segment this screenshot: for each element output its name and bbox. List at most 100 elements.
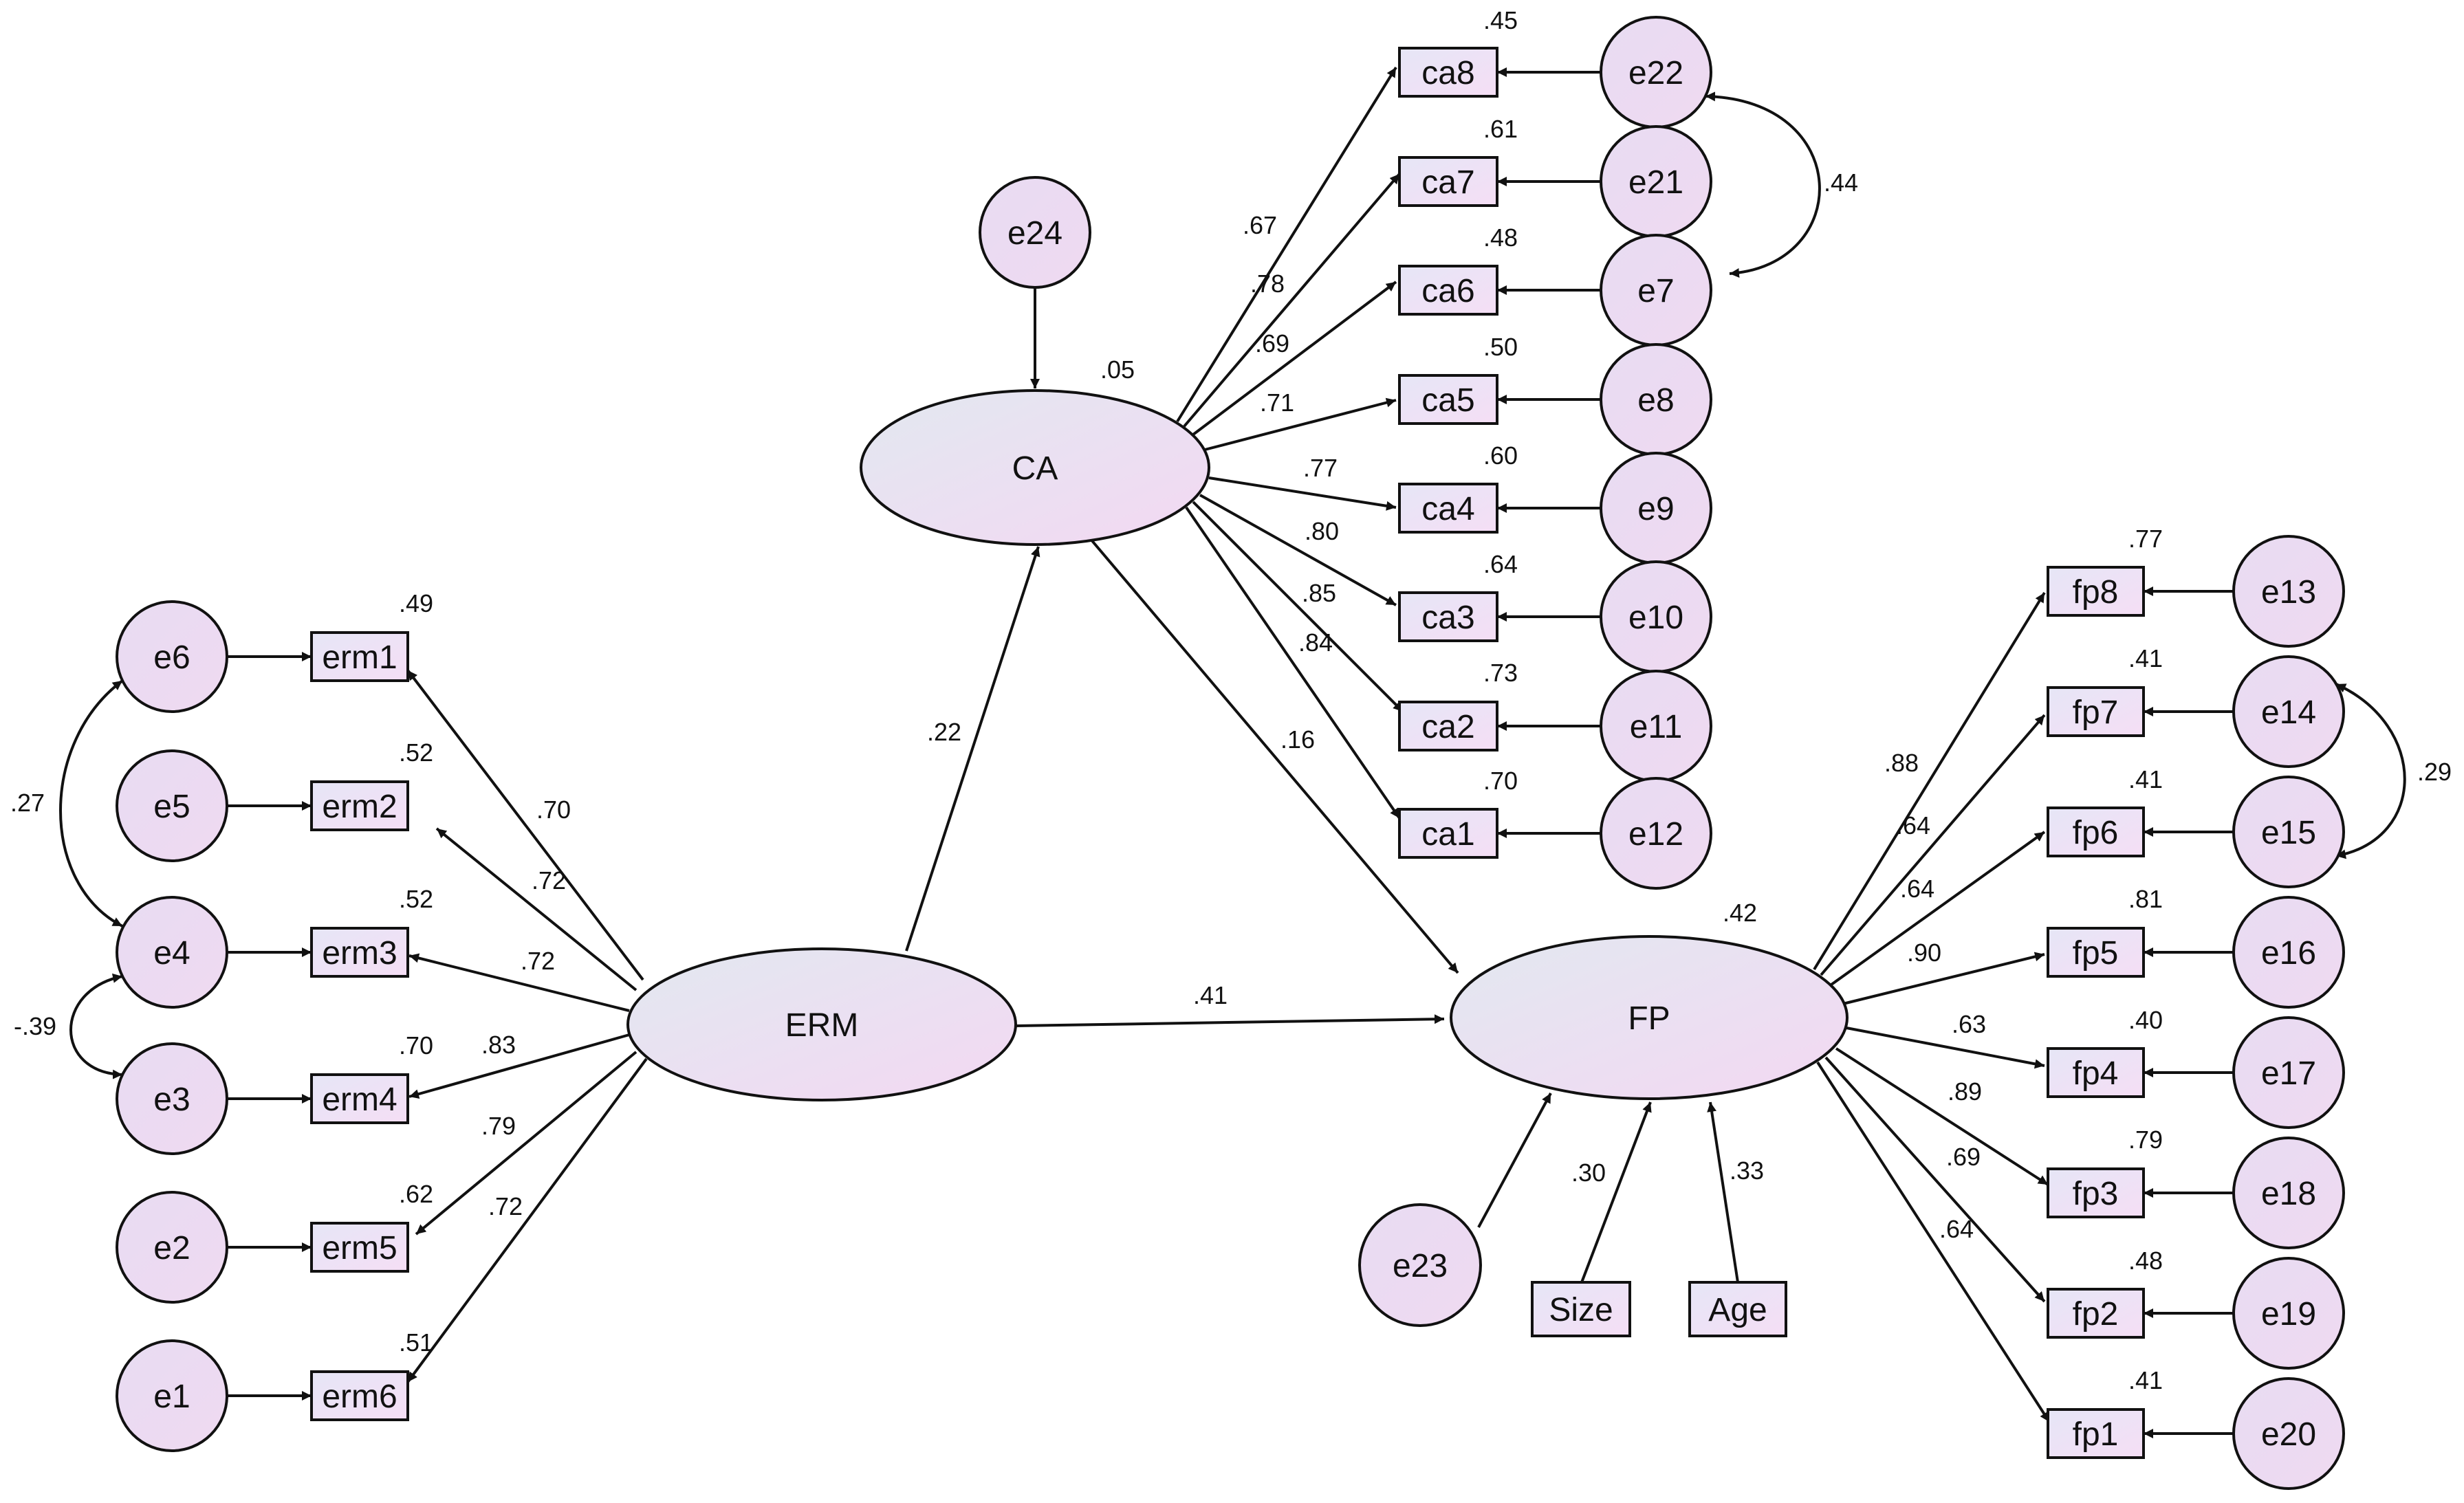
indicator-fp1[interactable]: fp1 [2047, 1408, 2145, 1459]
indicator-fp2-label: fp2 [2073, 1296, 2119, 1332]
r2-erm3: .52 [399, 885, 433, 913]
error-e4[interactable]: e4 [116, 896, 228, 1009]
error-e9[interactable]: e9 [1600, 452, 1712, 564]
error-e17-label: e17 [2261, 1055, 2316, 1092]
error-e15-label: e15 [2261, 815, 2316, 851]
control-Size-label: Size [1549, 1292, 1613, 1328]
edge-CA-ca3 [1199, 494, 1397, 606]
r2-labels: .49 .52 .52 .70 .62 .51 .05 .45 .61 .48 … [399, 6, 2163, 1394]
control-Size[interactable]: Size [1531, 1281, 1631, 1337]
loading-CA-ca1: .84 [1298, 628, 1333, 657]
latent-FP[interactable]: FP [1450, 935, 1849, 1100]
loading-FP-fp1: .64 [1939, 1215, 1974, 1243]
loading-CA-ca4: .77 [1303, 454, 1338, 482]
r2-ca2: .73 [1483, 659, 1518, 687]
indicator-erm2[interactable]: erm2 [310, 780, 409, 831]
latent-ERM[interactable]: ERM [626, 947, 1017, 1101]
indicator-fp8[interactable]: fp8 [2047, 566, 2145, 617]
path-Size-FP: .30 [1571, 1159, 1606, 1187]
edge-ERM-erm6 [406, 1057, 648, 1383]
cov-e4-e3 [69, 973, 123, 1079]
error-e12-label: e12 [1628, 816, 1683, 853]
control-Age[interactable]: Age [1688, 1281, 1787, 1337]
r2-erm6: .51 [399, 1328, 433, 1357]
edge-ERM-erm3 [408, 953, 630, 1012]
error-e17[interactable]: e17 [2232, 1016, 2345, 1129]
indicator-ca1[interactable]: ca1 [1398, 808, 1498, 859]
error-e20[interactable]: e20 [2232, 1377, 2345, 1490]
error-e8[interactable]: e8 [1600, 343, 1712, 456]
indicator-fp7[interactable]: fp7 [2047, 686, 2145, 737]
indicator-erm5[interactable]: erm5 [310, 1222, 409, 1273]
cov-label-e14-e15: .29 [2417, 758, 2452, 786]
indicator-erm6[interactable]: erm6 [310, 1370, 409, 1421]
indicator-erm1[interactable]: erm1 [310, 631, 409, 682]
indicator-fp3[interactable]: fp3 [2047, 1167, 2145, 1218]
loading-FP-fp7: .64 [1896, 811, 1930, 840]
cov-e14-e15 [2335, 683, 2406, 859]
error-e6-label: e6 [153, 639, 190, 676]
indicator-fp4[interactable]: fp4 [2047, 1047, 2145, 1098]
edge-ERM-erm1 [406, 669, 644, 981]
indicator-ca6[interactable]: ca6 [1398, 265, 1498, 316]
indicator-fp5-label: fp5 [2073, 935, 2119, 972]
error-e13-label: e13 [2261, 574, 2316, 611]
error-e23[interactable]: e23 [1358, 1203, 1482, 1327]
edge-ERM-erm5 [415, 1051, 637, 1236]
loading-FP-fp3: .89 [1948, 1077, 1982, 1106]
edge-FP-fp2 [1824, 1056, 2046, 1303]
indicator-ca4[interactable]: ca4 [1398, 483, 1498, 534]
indicator-ca5[interactable]: ca5 [1398, 374, 1498, 425]
error-e12[interactable]: e12 [1600, 777, 1712, 890]
indicator-fp7-label: fp7 [2073, 694, 2119, 731]
r2-CA: .05 [1100, 355, 1135, 384]
indicator-ca2[interactable]: ca2 [1398, 701, 1498, 752]
indicator-fp6[interactable]: fp6 [2047, 807, 2145, 857]
r2-ca6: .48 [1483, 223, 1518, 252]
indicator-fp5[interactable]: fp5 [2047, 927, 2145, 978]
r2-ca8: .45 [1483, 6, 1518, 34]
indicator-fp2[interactable]: fp2 [2047, 1288, 2145, 1339]
indicator-erm3[interactable]: erm3 [310, 927, 409, 978]
indicator-erm5-label: erm5 [322, 1230, 397, 1266]
error-e6[interactable]: e6 [116, 600, 228, 713]
r2-fp7: .41 [2128, 644, 2163, 672]
edge-ERM-FP [1016, 1014, 1445, 1027]
r2-fp2: .48 [2128, 1247, 2163, 1275]
indicator-erm2-label: erm2 [322, 789, 397, 825]
control-Age-label: Age [1708, 1292, 1767, 1328]
indicator-fp1-label: fp1 [2073, 1416, 2119, 1453]
loading-CA-ca8: .67 [1243, 211, 1277, 239]
r2-ca3: .64 [1483, 550, 1518, 578]
error-e15[interactable]: e15 [2232, 776, 2345, 888]
error-e23-label: e23 [1393, 1248, 1448, 1284]
error-e3[interactable]: e3 [116, 1042, 228, 1155]
indicator-ca7[interactable]: ca7 [1398, 156, 1498, 207]
indicator-fp4-label: fp4 [2073, 1055, 2119, 1092]
r2-erm5: .62 [399, 1180, 433, 1208]
error-e7[interactable]: e7 [1600, 234, 1712, 347]
error-e18[interactable]: e18 [2232, 1137, 2345, 1249]
r2-fp8: .77 [2128, 525, 2163, 553]
loading-ERM-erm2: .72 [532, 866, 566, 895]
error-e19[interactable]: e19 [2232, 1257, 2345, 1370]
latent-CA[interactable]: CA [860, 389, 1210, 546]
loading-ERM-erm4: .83 [481, 1031, 516, 1059]
indicator-ca8[interactable]: ca8 [1398, 47, 1498, 98]
error-e5-label: e5 [153, 789, 190, 825]
error-e13[interactable]: e13 [2232, 535, 2345, 648]
error-e1[interactable]: e1 [116, 1339, 228, 1452]
error-e22[interactable]: e22 [1600, 16, 1712, 129]
edges-layer [59, 66, 2406, 1438]
error-e2[interactable]: e2 [116, 1191, 228, 1304]
error-e21[interactable]: e21 [1600, 125, 1712, 238]
error-e14[interactable]: e14 [2232, 655, 2345, 768]
indicator-erm4[interactable]: erm4 [310, 1073, 409, 1124]
error-e11[interactable]: e11 [1600, 670, 1712, 782]
error-e5[interactable]: e5 [116, 749, 228, 862]
error-e16[interactable]: e16 [2232, 896, 2345, 1009]
error-e24[interactable]: e24 [979, 176, 1091, 289]
error-e10[interactable]: e10 [1600, 560, 1712, 673]
indicator-erm1-label: erm1 [322, 639, 397, 676]
indicator-ca3[interactable]: ca3 [1398, 591, 1498, 642]
